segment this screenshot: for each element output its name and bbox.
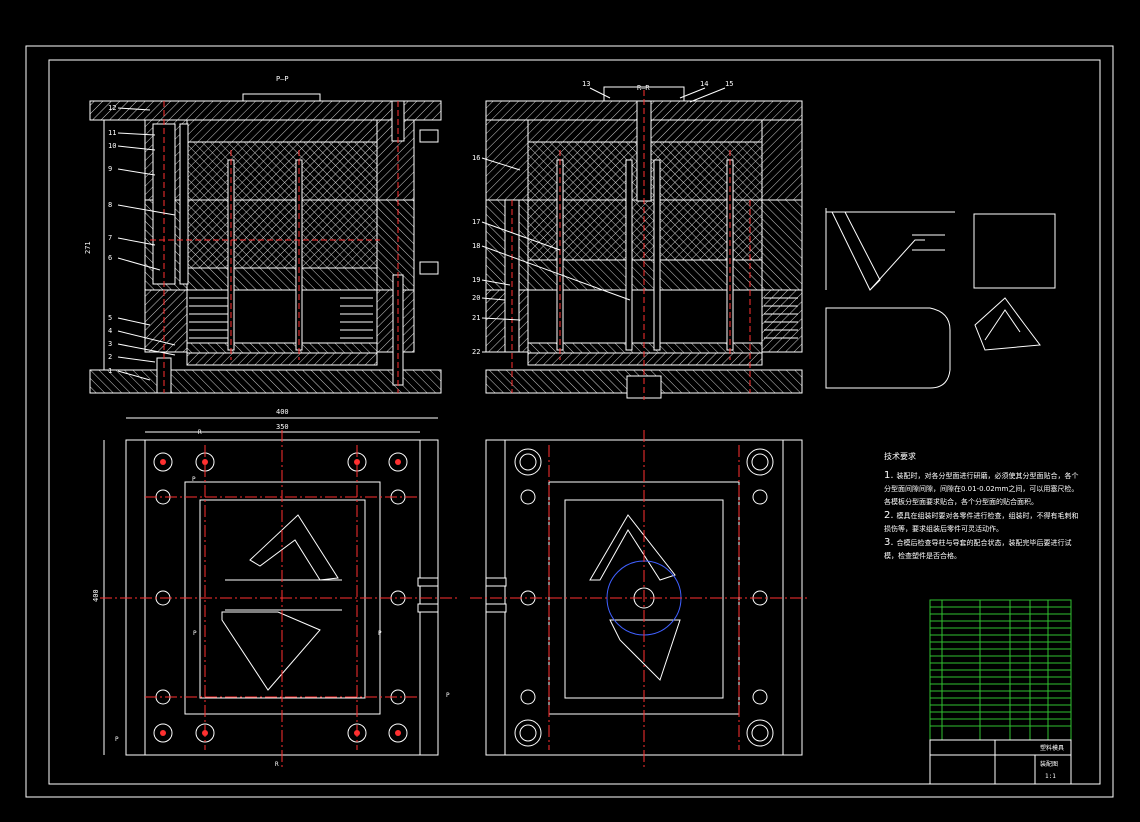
part-label: 2: [108, 353, 112, 361]
bottom-clamp-plate: [89, 369, 442, 394]
cooling-fitting-1: [419, 129, 439, 143]
part-label: 8: [108, 201, 112, 209]
ejector-retainer-plate: [186, 342, 378, 354]
part-label: 11: [108, 129, 116, 137]
part-top-view: [825, 307, 951, 389]
part-label: 7: [108, 234, 112, 242]
note-item: 1.装配时，对各分型面进行研磨，必须使其分型面贴合，各个分型面间隙间隙，间隙在0…: [884, 470, 1079, 506]
top-clamp-plate: [89, 100, 442, 121]
part-label: 6: [108, 254, 112, 262]
part-outline-lower: [221, 611, 321, 691]
core-insert: [186, 199, 378, 269]
title-block: [929, 739, 1072, 785]
spacer-right: [761, 289, 803, 353]
part-side-view: [973, 213, 1056, 289]
notes-heading: 技术要求: [884, 452, 916, 461]
part-label: 5: [108, 314, 112, 322]
part-label: 19: [472, 276, 480, 284]
left-section-view: P—P: [84, 75, 442, 394]
ejector-plate: [186, 352, 378, 366]
section-mark-p: P: [193, 630, 197, 637]
dim-width-inner: 350: [276, 423, 289, 431]
right-section-view: R—R: [485, 84, 803, 400]
part-detail-views: [825, 208, 1056, 389]
left-plan-view: 400 350 400: [92, 408, 460, 768]
part-front-view: [826, 211, 955, 291]
part-label: 10: [108, 142, 116, 150]
part-label: 3: [108, 340, 112, 348]
part-outline-lower: [609, 619, 681, 681]
title-block-name: 塑料模具: [1040, 744, 1064, 752]
right-part-labels: 13 14 15 16 17 18 19 20 21 22: [472, 80, 733, 356]
part-label: 13: [582, 80, 590, 88]
part-label: 12: [108, 104, 116, 112]
guide-bush: [179, 123, 189, 285]
part-label: 9: [108, 165, 112, 173]
title-block-drawing: 装配图: [1040, 760, 1058, 768]
section-mark-p: P: [378, 630, 382, 637]
cooling-fitting-b: [417, 603, 439, 613]
part-label: 18: [472, 242, 480, 250]
part-outline-upper: [249, 514, 339, 581]
section-mark-p: P: [115, 736, 119, 743]
note-item: 2.模具在组装时要对各零件进行检查，组装时，不得有毛刺和损伤等，要求组装后零件可…: [884, 510, 1079, 533]
section-mark-r: R: [275, 761, 279, 768]
left-section-label: P—P: [276, 75, 289, 83]
section-mark-r: R: [198, 429, 202, 436]
part-label: 1: [108, 367, 112, 375]
left-part-labels: 12 11 10 9 8 7 6 5 4 3 2 1: [108, 104, 176, 381]
dim-height-left: 271: [84, 241, 92, 254]
technical-requirements: 技术要求 1.装配时，对各分型面进行研磨，必须使其分型面贴合，各个分型面间隙间隙…: [884, 450, 1084, 563]
cooling-fitting-b: [485, 603, 507, 613]
cooling-fitting-a: [417, 577, 439, 587]
outer-frame: [25, 45, 1114, 798]
part-isometric: [974, 297, 1041, 351]
ejector-plate: [527, 352, 763, 366]
cavity-insert: [186, 141, 378, 201]
part-outline-upper: [589, 514, 676, 581]
cooling-fitting-2: [419, 261, 439, 275]
inner-frame: [48, 59, 1101, 785]
parts-list-table: [929, 599, 1072, 741]
part-label: 21: [472, 314, 480, 322]
part-label: 16: [472, 154, 480, 162]
section-mark-p: P: [192, 476, 196, 483]
part-label: 14: [700, 80, 708, 88]
part-label: 20: [472, 294, 480, 302]
part-label: 4: [108, 327, 112, 335]
dim-width-outer: 400: [276, 408, 289, 416]
title-block-scale: 1:1: [1045, 773, 1056, 780]
right-section-label: R—R: [637, 84, 650, 92]
core-insert: [527, 199, 763, 261]
spring-left: [189, 297, 228, 339]
part-label: 17: [472, 218, 480, 226]
part-label: 22: [472, 348, 480, 356]
section-mark-p: P: [446, 692, 450, 699]
spring-right: [764, 297, 798, 339]
spacer-block-left: [144, 289, 188, 353]
sprue-bush-top: [242, 93, 321, 102]
dim-height-plan: 400: [92, 589, 100, 602]
spring-right: [340, 297, 373, 339]
note-item: 3.合模后检查导柱与导套的配合状态，装配完毕后要进行试模，检查塑件是否合格。: [884, 537, 1072, 560]
part-label: 15: [725, 80, 733, 88]
right-plan-view: [470, 430, 810, 768]
cooling-fitting-a: [485, 577, 507, 587]
